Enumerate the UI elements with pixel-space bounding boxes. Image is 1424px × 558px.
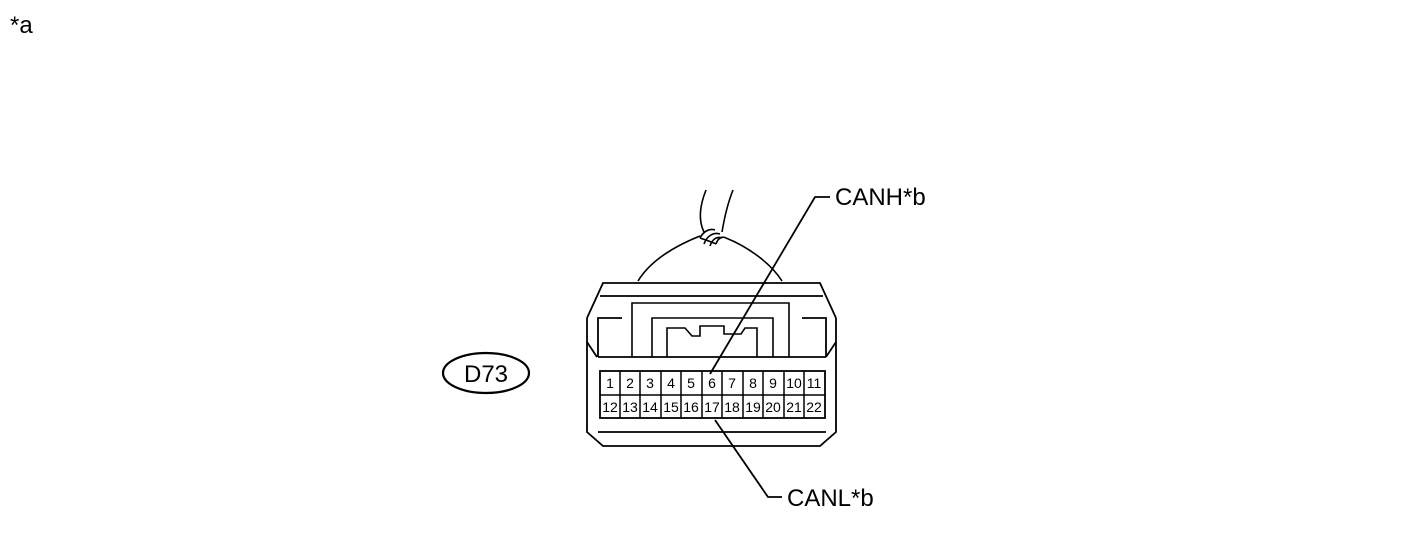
pin-label: 6 — [708, 375, 716, 391]
pin-label: 17 — [704, 399, 720, 415]
connector-id-label: D73 — [464, 361, 508, 388]
pin-label: 5 — [687, 375, 695, 391]
pin-grid: 1 2 3 4 5 6 7 8 9 10 11 12 13 14 15 16 1… — [599, 370, 826, 419]
pin-label: 18 — [724, 399, 740, 415]
pin-label: 10 — [786, 375, 802, 391]
pin-label: 7 — [728, 375, 736, 391]
pin-label: 21 — [786, 399, 802, 415]
pin-label: 19 — [745, 399, 761, 415]
pin-label: 3 — [646, 375, 654, 391]
canl-callout-label: CANL*b — [787, 485, 874, 512]
wire-harness — [637, 189, 783, 282]
pin-label: 16 — [683, 399, 699, 415]
pin-label: 8 — [749, 375, 757, 391]
pin-label: 4 — [667, 375, 675, 391]
pin-label: 9 — [769, 375, 777, 391]
connector-id-tag: D73 — [441, 351, 531, 395]
pin-label: 12 — [602, 399, 618, 415]
canh-callout-label: CANH*b — [835, 184, 926, 211]
pin-label: 13 — [622, 399, 638, 415]
pin-label: 11 — [807, 375, 822, 391]
pin-label: 14 — [642, 399, 658, 415]
leader-lines — [709, 196, 830, 498]
pin-label: 1 — [606, 375, 614, 391]
pin-label: 20 — [765, 399, 781, 415]
connector-latch — [631, 302, 790, 357]
pin-label: 22 — [806, 399, 822, 415]
connector-housing — [586, 282, 837, 447]
pin-label: 2 — [626, 375, 634, 391]
figure-key-label: *a — [10, 12, 33, 39]
pin-label: 15 — [663, 399, 679, 415]
